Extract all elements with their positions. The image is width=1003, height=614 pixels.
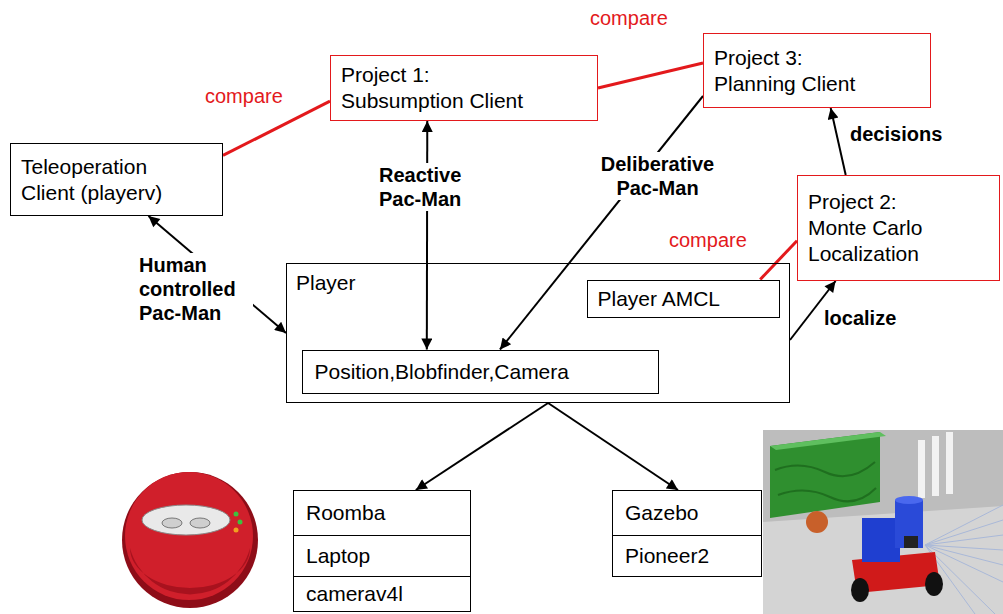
render-laser-rays <box>925 505 1003 614</box>
platform-cell: Roomba <box>293 490 471 536</box>
render-floor <box>763 506 1003 614</box>
compare-label: compare <box>667 228 749 252</box>
edge-label: decisions <box>848 122 944 146</box>
project-box: Project 2: Monte Carlo Localization <box>797 175 1000 281</box>
box-label: Player AMCL <box>598 286 721 312</box>
platform-cell: Pioneer2 <box>612 535 762 577</box>
box-label: Project 2: Monte Carlo Localization <box>808 189 943 267</box>
data-arrow <box>416 403 548 490</box>
roomba-button <box>162 518 182 528</box>
robot-wheel <box>851 578 869 602</box>
box-label: Laptop <box>306 543 370 569</box>
render-wall-texture <box>775 462 876 501</box>
client-box: Teleoperation Client (playerv) <box>10 143 223 216</box>
box-label: Position,Blobfinder,Camera <box>315 359 569 385</box>
box-label: Gazebo <box>625 500 699 526</box>
compare-line <box>598 63 703 88</box>
edge-label: Human controlled Pac-Man <box>137 253 253 325</box>
project-box: Project 1: Subsumption Client <box>330 55 598 121</box>
project-box: Project 3: Planning Client <box>703 33 931 108</box>
data-arrow <box>831 108 846 175</box>
render-ball <box>806 511 828 533</box>
render-wall-top <box>770 432 886 450</box>
compare-line <box>223 101 330 155</box>
roomba-photo <box>122 472 258 608</box>
box-label: Teleoperation Client (playerv) <box>21 154 191 206</box>
robot-camera-top <box>895 496 923 504</box>
compare-line <box>760 241 797 280</box>
compare-label: compare <box>203 84 285 108</box>
data-arrow <box>500 96 703 350</box>
edge-label: Reactive Pac-Man <box>377 163 481 211</box>
robot-laser <box>904 536 918 548</box>
roomba-light <box>234 512 239 517</box>
roomba-light <box>238 520 243 525</box>
edge-label: localize <box>822 306 898 330</box>
render-sky <box>763 430 1003 614</box>
robot-camera <box>895 500 923 548</box>
box-label: Project 1: Subsumption Client <box>341 62 541 114</box>
platform-cell: Gazebo <box>612 490 762 536</box>
render-pillar <box>946 432 953 494</box>
data-arrow <box>426 121 428 350</box>
data-arrow <box>548 403 678 490</box>
roomba-body <box>125 472 253 600</box>
box-label: camerav4l <box>306 581 403 607</box>
platform-cell: Laptop <box>293 535 471 577</box>
roomba-rim <box>122 472 258 608</box>
server-box: PlayerPlayer AMCL Position,Blobfinder,Cam… <box>286 263 790 403</box>
roomba-light <box>234 528 239 533</box>
edge-label: Deliberative Pac-Man <box>588 152 727 200</box>
robot-wheel <box>925 572 943 596</box>
render-pillar <box>932 436 939 496</box>
box-label: Pioneer2 <box>625 543 709 569</box>
box-label: Player <box>296 270 356 296</box>
robot-body <box>862 518 900 562</box>
platform-cell: camerav4l <box>293 576 471 612</box>
roomba-button <box>190 518 210 528</box>
box-label: Roomba <box>306 500 385 526</box>
gazebo-render <box>763 430 1003 614</box>
compare-label: compare <box>588 6 670 30</box>
interface-box: Position,Blobfinder,Camera <box>302 350 659 394</box>
render-pillar <box>918 440 925 498</box>
box-label: Project 3: Planning Client <box>714 45 874 97</box>
driver-box: Player AMCL <box>587 280 780 318</box>
roomba-shade <box>130 548 250 594</box>
roomba-panel <box>142 505 230 535</box>
